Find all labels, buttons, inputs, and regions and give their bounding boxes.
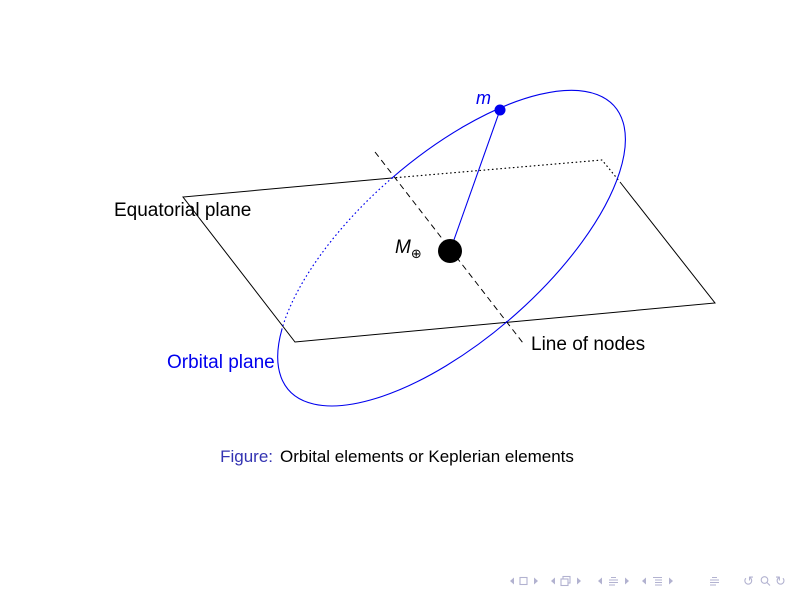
section-icon[interactable] [609,576,618,586]
frame-icon[interactable] [519,576,528,586]
satellite-dot [494,104,506,116]
search-icon[interactable] [760,576,771,586]
prev-subsection-icon[interactable] [642,577,646,585]
frame-nav-group [510,576,538,586]
caption-prefix: Figure: [220,447,274,466]
earth-mass-symbol: M [395,237,411,258]
earth-dot [438,239,462,263]
forward-icon[interactable]: ↻ [775,575,786,590]
line-of-nodes-label: Line of nodes [531,334,646,355]
orbital-plane-label: Orbital plane [167,352,275,373]
radius-vector-line [449,109,501,252]
subsection-nav-group [642,576,673,586]
prev-overlay-icon[interactable] [551,577,555,585]
earth-mass-label: M⊕ [395,237,422,261]
equatorial-plane-hidden-edges [391,159,621,183]
back-icon[interactable]: ↺ [743,575,754,590]
earth-symbol-subscript: ⊕ [410,245,422,261]
overlay-nav-group [551,575,581,587]
next-frame-icon[interactable] [534,577,538,585]
equatorial-plane-label: Equatorial plane [114,200,252,221]
prev-section-icon[interactable] [598,577,602,585]
subsection-icon[interactable] [653,576,662,586]
slide-navigation-bar: ↺ ↻ [510,575,786,590]
frames-icon[interactable] [560,575,571,587]
orbit-ellipse-hidden-arc [281,177,393,330]
caption-text: Orbital elements or Keplerian elements [280,447,574,466]
equatorial-plane-outline [182,177,716,343]
history-nav-group: ↺ ↻ [743,575,786,590]
next-subsection-icon[interactable] [669,577,673,585]
satellite-mass-label: m [476,88,491,108]
section-nav-group [598,576,629,586]
orbit-ellipse [277,89,626,407]
next-section-icon[interactable] [625,577,629,585]
appendix-icon[interactable] [710,576,719,586]
next-overlay-icon[interactable] [577,577,581,585]
prev-frame-icon[interactable] [510,577,514,585]
figure-caption: Figure: Orbital elements or Keplerian ele… [0,447,794,467]
